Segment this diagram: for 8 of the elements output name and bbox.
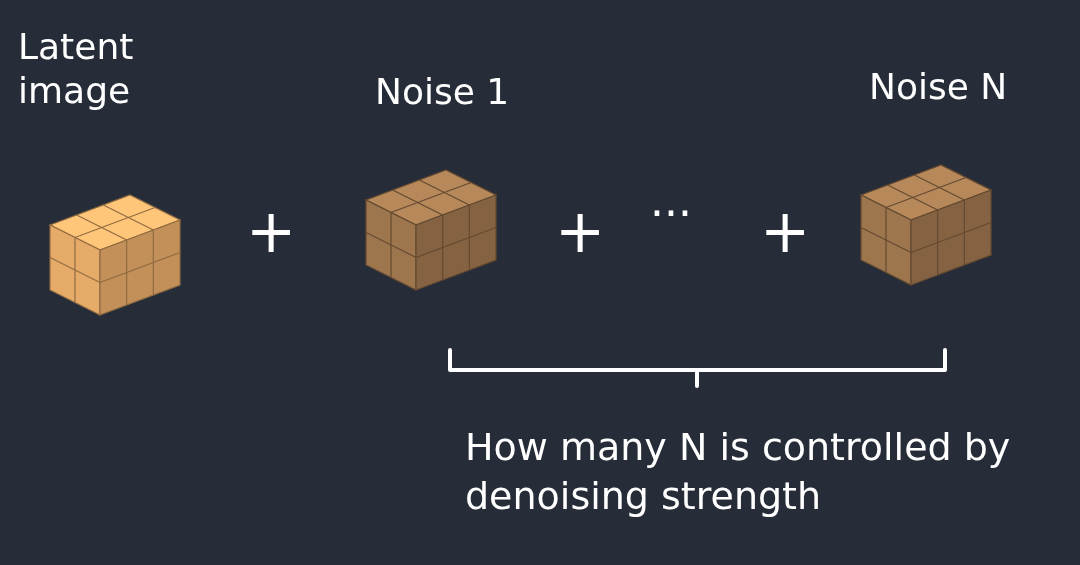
plus-sign: + <box>246 195 297 268</box>
node-heading: Latent image <box>18 25 135 113</box>
plus-sign: + <box>555 195 606 268</box>
node-heading: Noise N <box>869 65 1008 109</box>
ellipsis: ··· <box>650 187 692 241</box>
caption-text: How many N is controlled by denoising strength <box>465 424 1012 520</box>
plus-sign: + <box>760 195 811 268</box>
node-heading: Noise 1 <box>375 70 510 114</box>
